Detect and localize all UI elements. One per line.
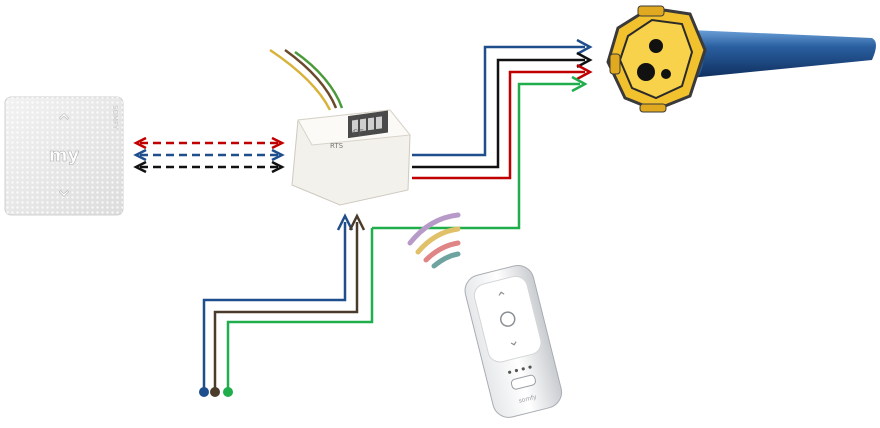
receiver-marking-rts: RTS [330,142,344,150]
radio-waves-icon [407,212,461,269]
remote-my-button[interactable] [499,311,516,328]
remote-channel-leds [508,365,532,374]
switch-up-symbol[interactable]: ⌃ [54,111,73,137]
switch-brand: SOMFY [111,105,119,130]
wire-green-supply [226,228,374,390]
terminal-blue [199,387,209,397]
wire-blue-to-motor [412,45,585,157]
wire-blue-supply [202,222,347,390]
remote-select-button[interactable] [510,374,537,390]
remote-down-symbol[interactable]: ⌄ [506,332,521,350]
wire-brown-supply [213,222,359,390]
remote-control-icon: ⌃ ⌄ somfy [464,265,563,418]
supply-wires [199,213,374,397]
receiver-module-icon: ℂE RTS [291,109,411,206]
wire-green-to-motor [372,82,580,230]
remote-up-symbol[interactable]: ⌃ [495,289,510,307]
dashed-links [133,136,285,174]
terminal-brown [210,387,220,397]
remote-brand: somfy [518,393,538,404]
tubular-motor-icon [606,5,876,113]
wire-red-to-motor [412,70,585,180]
switch-my-label[interactable]: my [48,145,80,167]
terminal-green [223,387,233,397]
receiver-marking-ce: ℂE [352,129,364,139]
switch-down-symbol[interactable]: ⌄ [54,177,73,203]
wire-black-to-motor [412,58,585,169]
receiver-leads [269,48,344,111]
wall-switch-icon: ⌃ my ⌄ SOMFY [4,96,124,216]
motor-wires [372,38,593,230]
